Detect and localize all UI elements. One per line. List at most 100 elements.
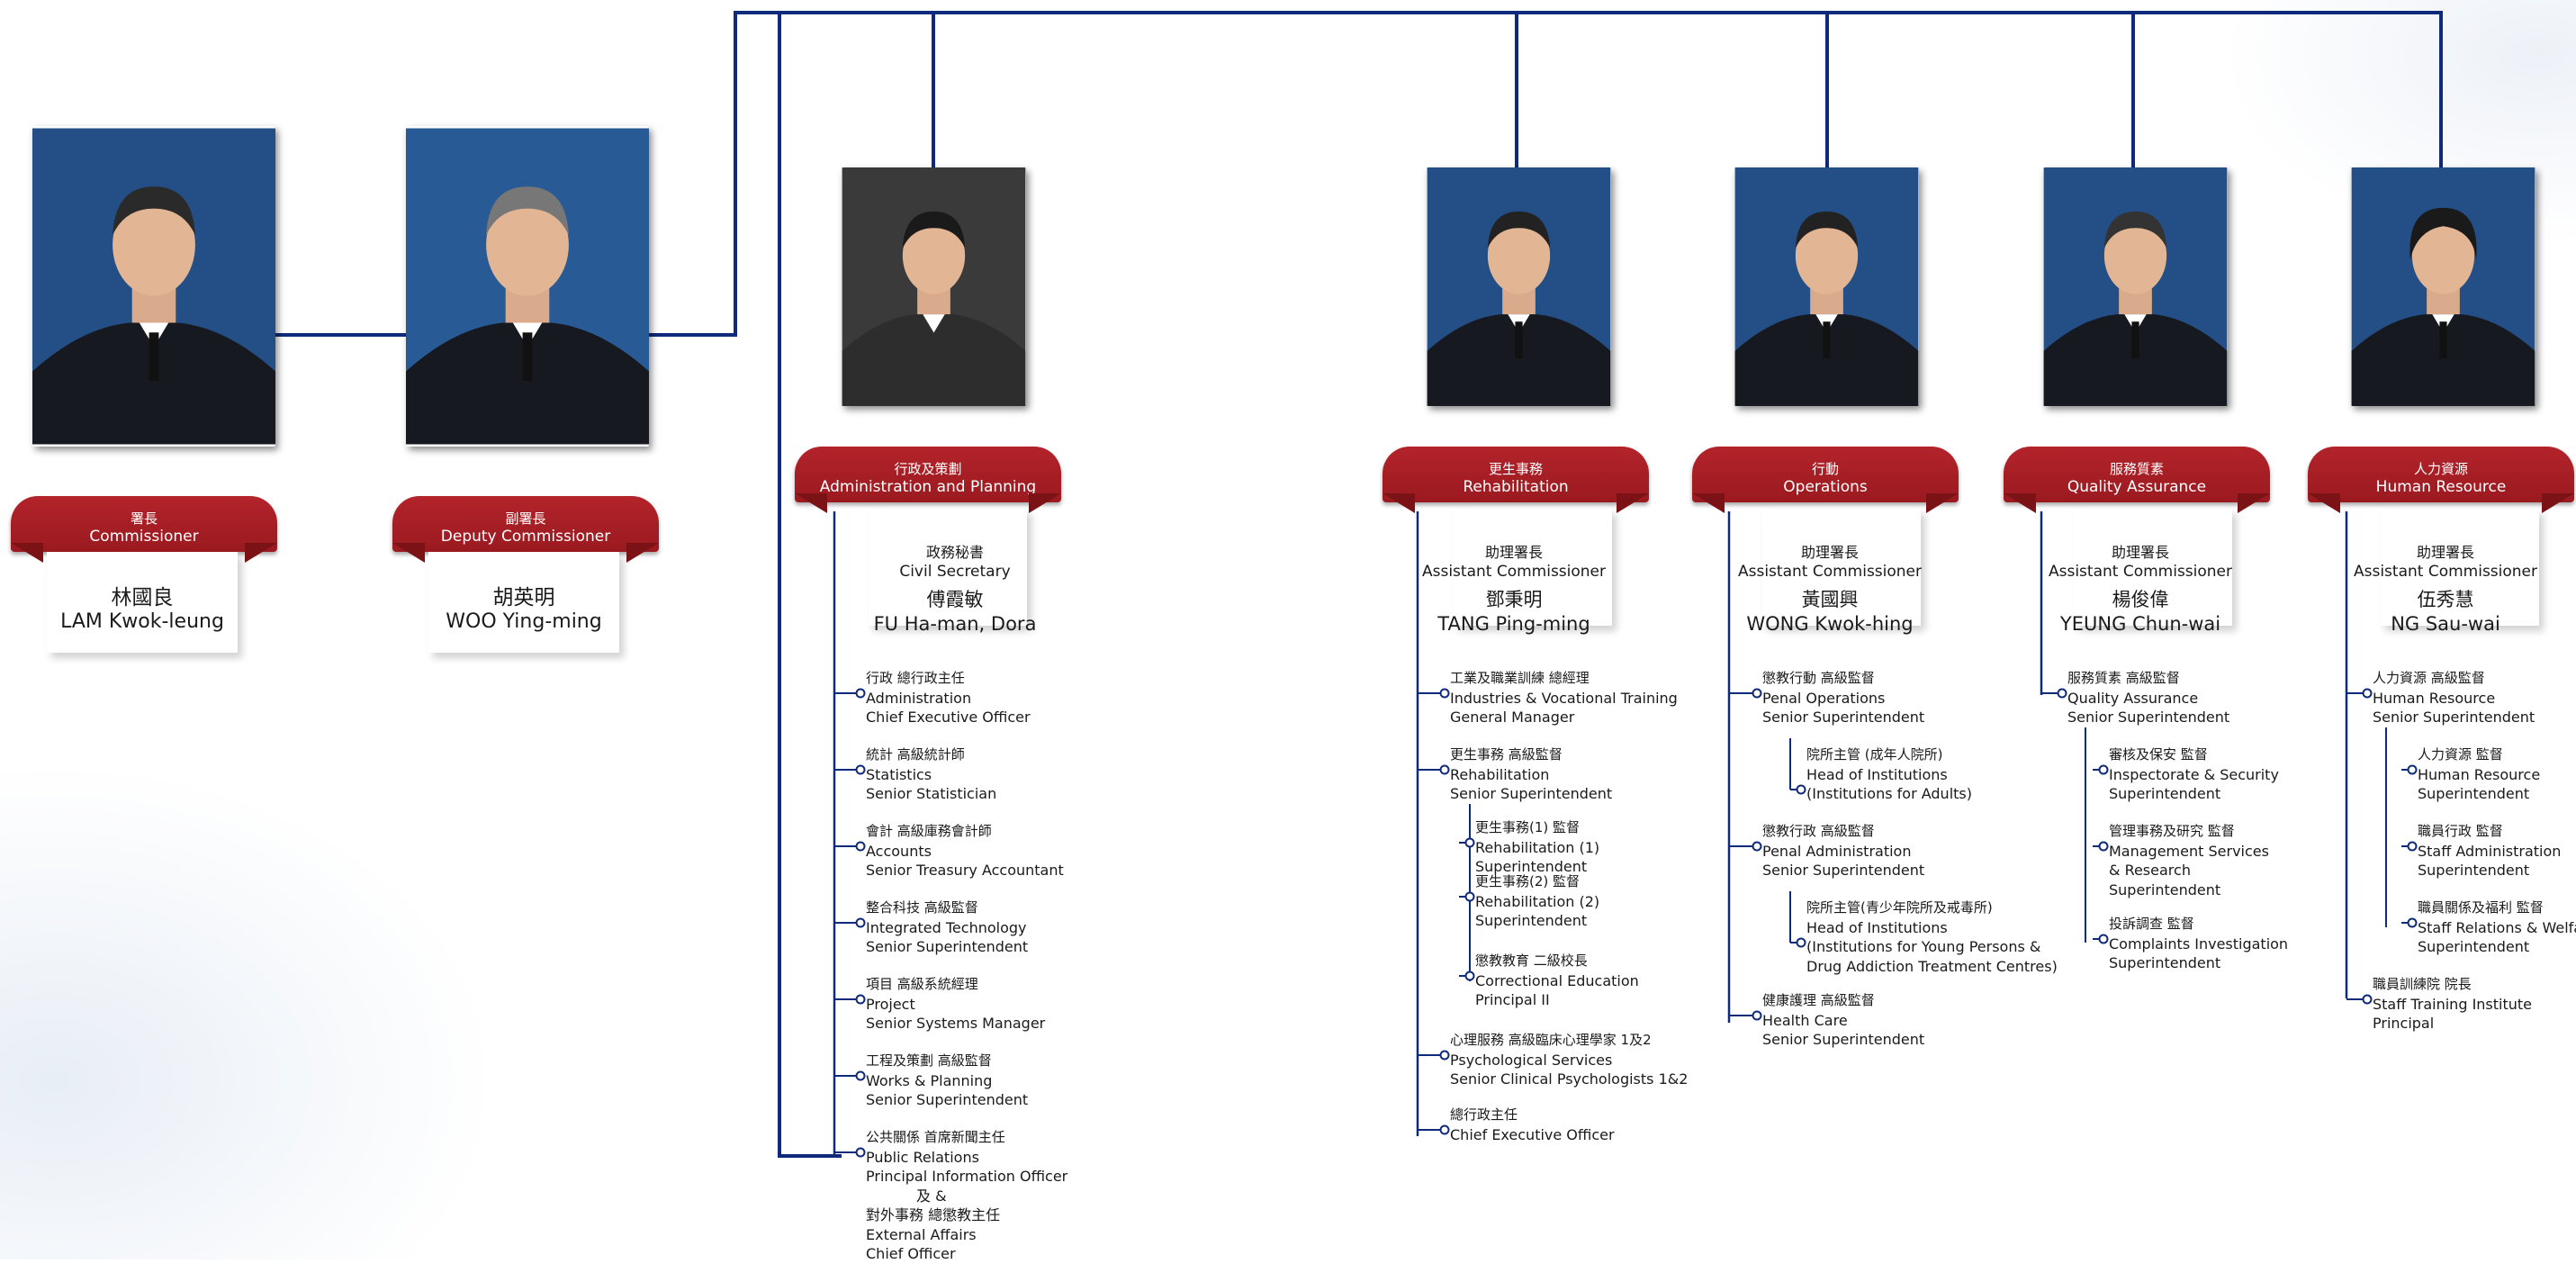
admin-ribbon-zh: 行政及策劃 [894, 461, 962, 477]
admin-unit-line: Project [866, 995, 915, 1013]
ops-unit: 院所主管(青少年院所及戒毒所)Head of Institutions(Inst… [1806, 898, 2058, 976]
node-marker-icon [1752, 1010, 1762, 1021]
node-marker-icon [2407, 917, 2418, 928]
admin-unit-line: 行政 總行政主任 [866, 670, 965, 686]
ops-unit-line: 院所主管 (成年人院所) [1806, 746, 1943, 763]
person-portrait-icon [406, 128, 649, 445]
qa-ribbon-en: Quality Assurance [2067, 478, 2207, 496]
rehab-ribbon-en: Rehabilitation [1463, 478, 1569, 496]
node-marker-icon [1752, 841, 1762, 852]
ops-unit-line: Health Care [1762, 1011, 1848, 1029]
admin-unit-line: Senior Statistician [866, 785, 997, 802]
admin-unit-line: Senior Superintendent [866, 938, 1029, 955]
hr-unit-line: Human Resource [2373, 689, 2496, 707]
rehab-unit-line: 心理服務 高級臨床心理學家 1及2 [1450, 1032, 1652, 1048]
hr-unit-line: Human Resource [2418, 765, 2541, 783]
deputy-name-zh: 胡英明 [492, 586, 555, 609]
node-marker-icon [2098, 764, 2109, 775]
deputy-name: 胡英明 WOO Ying-ming [428, 585, 619, 634]
admin-unit-line: External Affairs [866, 1225, 977, 1243]
hr-unit-line: 人力資源 監督 [2418, 746, 2503, 763]
admin-unit-line: Accounts [866, 842, 932, 860]
rehab-unit-line: Senior Clinical Psychologists 1&2 [1450, 1070, 1689, 1088]
ops-unit-line: Senior Superintendent [1762, 1031, 1925, 1048]
hr-head-title-zh: 助理署長 [2416, 544, 2474, 561]
rehab-unit-line: 工業及職業訓練 總經理 [1450, 670, 1590, 686]
node-marker-icon [1464, 971, 1475, 981]
qa-unit-line: Inspectorate & Security [2109, 765, 2279, 783]
admin-unit-line: Chief Officer [866, 1245, 956, 1262]
admin-unit-line: 整合科技 高級監督 [866, 899, 978, 916]
node-marker-icon [2407, 841, 2418, 852]
ops-name-plate [1762, 509, 1921, 626]
qa-head-name-en: YEUNG Chun-wai [2059, 613, 2221, 635]
admin-head-photo [842, 167, 1026, 406]
admin-unit-line: 公共關係 首席新聞主任 [866, 1129, 1005, 1145]
deputy-title-en: Deputy Commissioner [440, 528, 611, 546]
hr-head-name-zh: 伍秀慧 [2417, 589, 2474, 610]
qa-unit-line: & Research [2109, 862, 2191, 879]
hr-unit-line: Staff Training Institute [2373, 995, 2533, 1013]
hr-unit-line: Senior Superintendent [2373, 709, 2535, 726]
qa-unit-line: 服務質素 高級監督 [2067, 670, 2180, 686]
node-marker-icon [855, 1070, 866, 1081]
node-marker-icon [855, 764, 866, 775]
rehab-unit-line: 更生事務 高級監督 [1450, 746, 1563, 763]
node-marker-icon [1464, 891, 1475, 902]
admin-unit-line: 項目 高級系統經理 [866, 976, 978, 992]
deputy-photo [406, 126, 649, 447]
node-marker-icon [1439, 1050, 1450, 1061]
ops-head-title-en: Assistant Commissioner [1737, 563, 1923, 581]
rehab-unit-line: Senior Superintendent [1450, 785, 1613, 802]
rehab-ribbon-zh: 更生事務 [1488, 461, 1543, 477]
qa-head-title-zh: 助理署長 [2111, 544, 2169, 561]
hr-head-photo [2351, 167, 2535, 406]
node-marker-icon [2362, 688, 2373, 699]
commissioner-title-en: Commissioner [89, 528, 199, 546]
ops-unit: 院所主管 (成年人院所)Head of Institutions(Institu… [1806, 745, 1972, 804]
person-portrait-icon [1734, 167, 1919, 406]
admin-unit-line: Principal Information Officer [866, 1168, 1068, 1185]
ops-head-name-en: WONG Kwok-hing [1746, 613, 1914, 635]
commissioner-name-en: LAM Kwok-leung [60, 610, 224, 633]
deputy-ribbon: 副署長 Deputy Commissioner [392, 496, 659, 563]
ops-unit-line: Drug Addiction Treatment Centres) [1806, 957, 2058, 975]
admin-unit-line: Statistics [866, 765, 932, 783]
hr-head-title-en: Assistant Commissioner [2353, 563, 2538, 581]
admin-unit-line: 工程及策劃 高級監督 [866, 1052, 992, 1069]
rehab-unit-line: 總行政主任 [1450, 1106, 1518, 1123]
person-portrait-icon [2351, 167, 2535, 406]
node-marker-icon [1796, 937, 1806, 948]
admin-unit-line: 對外事務 總懲教主任 [866, 1206, 1001, 1223]
qa-unit-line: 管理事務及研究 監督 [2109, 823, 2235, 839]
hr-ribbon-zh: 人力資源 [2413, 461, 2468, 477]
node-marker-icon [1439, 688, 1450, 699]
node-marker-icon [1439, 764, 1450, 775]
qa-unit-line: Complaints Investigation [2109, 934, 2289, 953]
ops-unit-line: Head of Institutions [1806, 765, 1948, 783]
rehab-unit-line: Superintendent [1475, 858, 1588, 875]
rehab-unit-line: Principal II [1475, 991, 1550, 1008]
node-marker-icon [1796, 784, 1806, 795]
hr-unit-line: Staff Administration [2418, 842, 2562, 860]
rehab-unit-line: General Manager [1450, 709, 1575, 726]
qa-head-name-zh: 楊俊偉 [2112, 589, 2169, 610]
